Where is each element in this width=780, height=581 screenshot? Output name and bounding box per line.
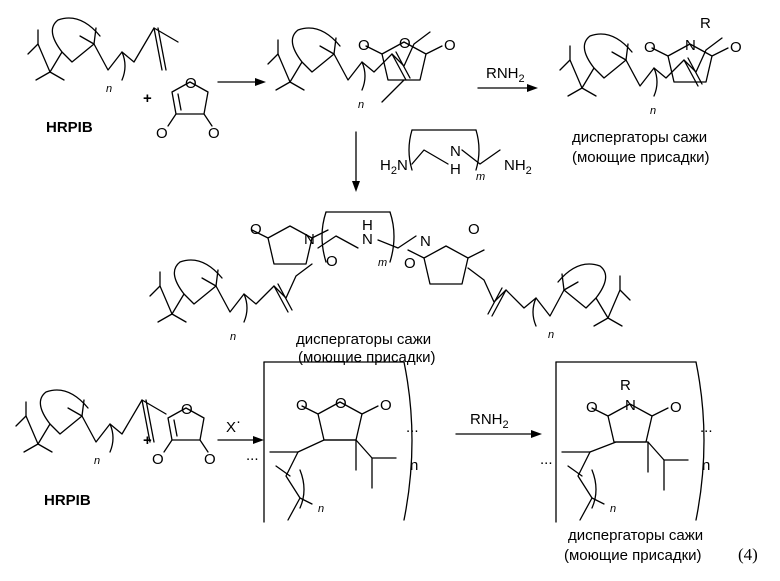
detergent-label-3: (моющие присадки) <box>564 547 702 564</box>
arrow-rnh2-2: RNH2 <box>456 411 542 438</box>
svg-text:O: O <box>152 451 164 468</box>
equation-number: (4) <box>738 545 758 564</box>
arrow-radical: X· <box>218 413 264 444</box>
svg-text:N: N <box>625 397 636 414</box>
radical-label: X· <box>226 413 241 436</box>
svg-text:n: n <box>94 455 100 467</box>
plus-sign: + <box>143 90 152 107</box>
hrpib-label-2: HRPIB <box>44 492 91 509</box>
svg-text:...: ... <box>406 419 419 436</box>
bis-succinimide-left-chain: n <box>150 260 312 343</box>
svg-text:O: O <box>335 395 347 412</box>
svg-text:O: O <box>208 125 220 142</box>
svg-text:n: n <box>610 503 616 515</box>
svg-text:m: m <box>476 171 485 183</box>
dispersant-label-2: диспергаторы сажи <box>296 331 431 348</box>
bis-succinimide-right-chain <box>468 264 630 326</box>
copolymer-succinimide: O O N R ... ... n n <box>540 362 713 522</box>
svg-text:R: R <box>620 377 631 394</box>
maleic-anhydride-1: O O O <box>156 75 220 142</box>
copolymer-anhydride: O O O ... ... n n <box>246 362 419 522</box>
svg-text:O: O <box>296 397 308 414</box>
svg-text:NH2: NH2 <box>504 157 532 177</box>
hrpib-label: HRPIB <box>46 119 93 136</box>
svg-text:H2N: H2N <box>380 157 408 177</box>
svg-text:O: O <box>181 401 193 418</box>
svg-text:O: O <box>399 35 411 52</box>
arrow-to-pibsa <box>218 78 266 86</box>
detergent-label-1: (моющие присадки) <box>572 149 710 166</box>
hrpib-reactant-1: n HRPIB <box>28 18 178 136</box>
svg-text:H: H <box>450 161 461 178</box>
succinimide-product-1: n <box>560 34 722 117</box>
detergent-label-2: (моющие присадки) <box>298 349 436 366</box>
bis-succinimide-right-ring: O O <box>404 221 484 284</box>
svg-text:O: O <box>644 39 656 56</box>
dispersant-label-3: диспергаторы сажи <box>568 527 703 544</box>
svg-text:O: O <box>156 125 168 142</box>
bis-succinimide-left-ring: O O N <box>250 221 338 270</box>
svg-text:n: n <box>106 83 112 95</box>
hrpib-reactant-2: n <box>16 390 166 467</box>
svg-text:O: O <box>670 399 682 416</box>
arrow-rnh2-1: RNH2 <box>478 65 538 92</box>
svg-text:N: N <box>420 233 431 250</box>
svg-text:n: n <box>230 331 236 343</box>
svg-text:N: N <box>685 37 696 54</box>
svg-text:O: O <box>185 75 197 92</box>
svg-text:...: ... <box>700 419 713 436</box>
svg-text:O: O <box>250 221 262 238</box>
svg-text:...: ... <box>246 447 259 464</box>
arrow-down <box>352 132 360 192</box>
svg-text:O: O <box>380 397 392 414</box>
svg-text:O: O <box>468 221 480 238</box>
svg-text:n: n <box>650 105 656 117</box>
polyamine-reagent: H2N N H NH2 m <box>380 130 532 183</box>
succinic-anhydride-ring-1: O O O <box>358 35 456 102</box>
svg-text:O: O <box>730 39 742 56</box>
svg-text:n: n <box>318 503 324 515</box>
svg-text:N: N <box>304 231 315 248</box>
svg-text:H: H <box>362 217 373 234</box>
svg-text:O: O <box>404 255 416 272</box>
svg-text:n: n <box>358 99 364 111</box>
svg-text:...: ... <box>540 451 553 468</box>
dispersant-label-1: диспергаторы сажи <box>572 129 707 146</box>
svg-text:m: m <box>378 257 387 269</box>
svg-text:n: n <box>702 457 710 474</box>
rnh2-label-1: RNH2 <box>486 65 525 85</box>
svg-text:O: O <box>326 253 338 270</box>
svg-text:N: N <box>450 143 461 160</box>
svg-text:R: R <box>700 15 711 32</box>
svg-text:n: n <box>548 329 554 341</box>
svg-text:O: O <box>444 37 456 54</box>
plus-sign-2: + <box>143 432 152 449</box>
svg-text:O: O <box>358 37 370 54</box>
svg-text:n: n <box>410 457 418 474</box>
rnh2-label-2: RNH2 <box>470 411 509 431</box>
svg-text:O: O <box>586 399 598 416</box>
svg-text:O: O <box>204 451 216 468</box>
